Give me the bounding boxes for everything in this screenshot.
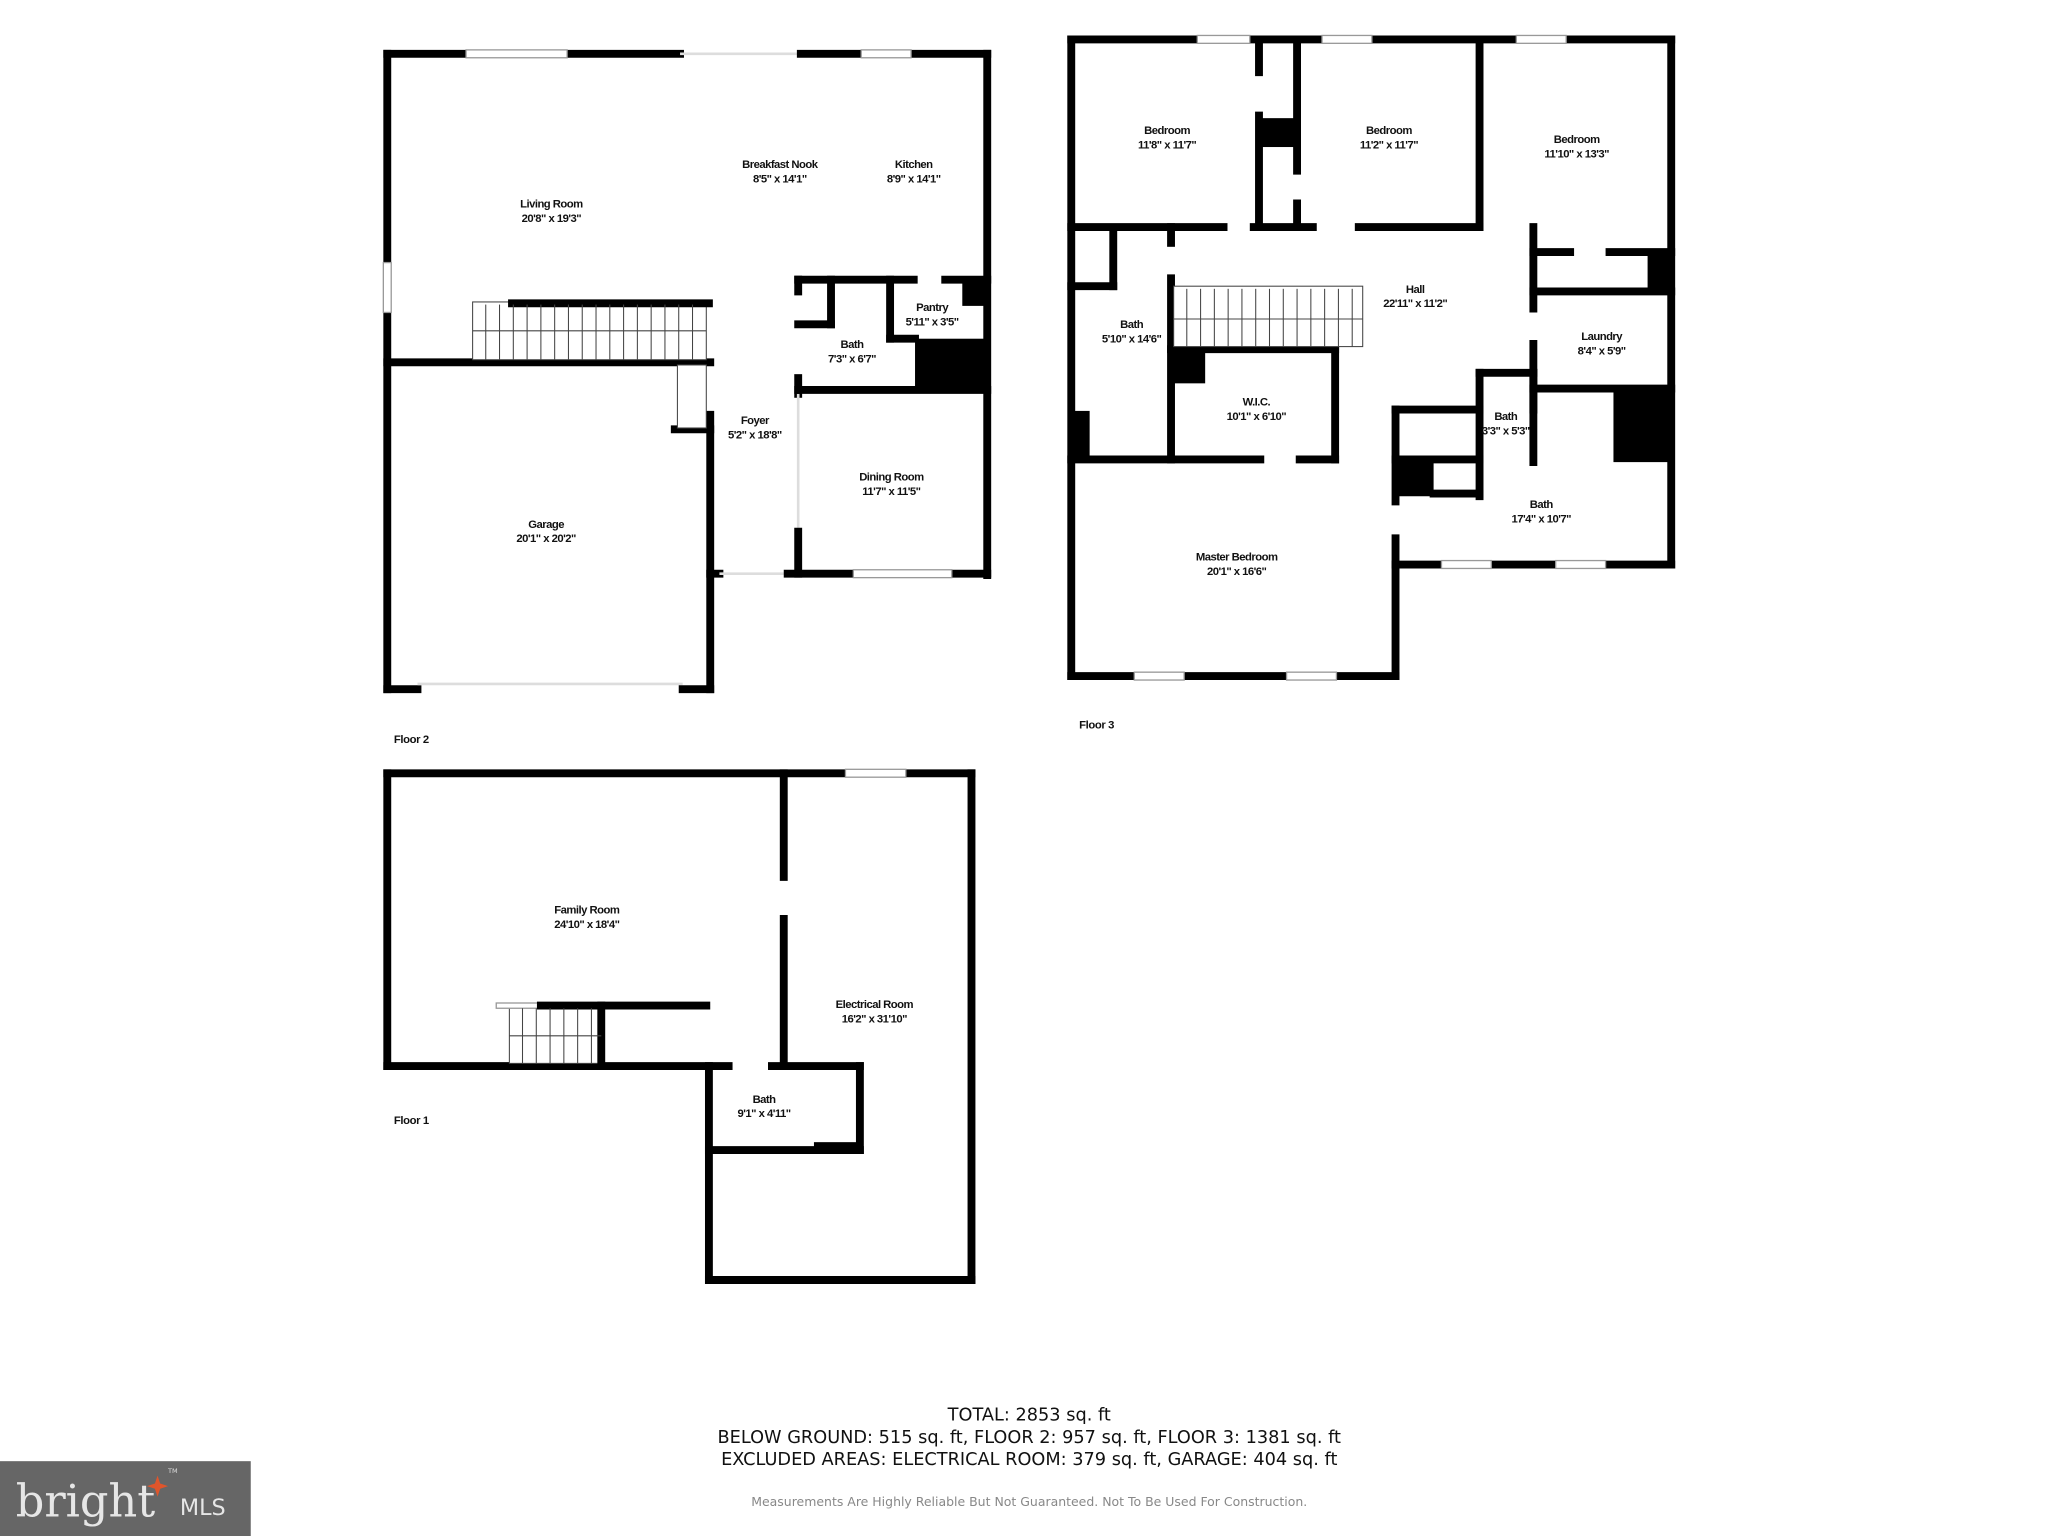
area-breakdown: BELOW GROUND: 515 sq. ft, FLOOR 2: 957 s… [718,1428,1341,1448]
room-name: Bath [841,339,865,351]
floor-1-plan [383,768,976,1284]
star-icon [147,1475,169,1497]
floor-3-plan [1067,34,1676,681]
room-name: Foyer [741,415,770,427]
room-dims: 8'9" x 14'1" [887,173,941,185]
room-dims: 20'1" x 16'6" [1207,566,1267,578]
staircase [1173,285,1364,348]
staircase [472,299,713,429]
room-dims: 3'3" x 5'3" [1482,426,1530,438]
room-dims: 22'11" x 11'2" [1383,298,1447,310]
logo-suffix: MLS [180,1495,226,1521]
room-dims: 8'5" x 14'1" [753,173,807,185]
room-name: Bath [1494,411,1518,423]
floor-label: Floor 3 [1079,720,1114,732]
room-dims: 7'3" x 6'7" [828,353,876,365]
room-name: Bath [753,1094,777,1106]
room-name: Kitchen [895,159,933,171]
room-dims: 16'2" x 31'10" [842,1014,907,1026]
area-summary: TOTAL: 2853 sq. ft BELOW GROUND: 515 sq.… [718,1405,1341,1508]
room-dims: 8'4" x 5'9" [1578,345,1626,357]
room-dims: 11'8" x 11'7" [1138,139,1196,151]
excluded-areas: EXCLUDED AREAS: ELECTRICAL ROOM: 379 sq.… [721,1450,1337,1470]
room-name: Bedroom [1144,125,1190,137]
room-name: Garage [528,519,564,531]
floor-label: Floor 2 [394,734,429,746]
room-dims: 5'2" x 18'8" [728,429,782,441]
room-dims: 11'10" x 13'3" [1544,149,1609,161]
room-name: Hall [1406,284,1425,296]
room-dims: 10'1" x 6'10" [1227,411,1287,423]
room-name: Living Room [520,198,583,210]
room-dims: 5'11" x 3'5" [906,317,959,329]
room-dims: 17'4" x 10'7" [1512,514,1572,526]
room-name: Bedroom [1554,134,1600,146]
room-labels-floor-1: Family Room 24'10" x 18'4" Electrical Ro… [394,905,914,1127]
room-dims: 20'1" x 20'2" [516,533,576,545]
floor-2-plan [382,49,992,694]
room-name: Pantry [916,302,949,314]
room-name: Master Bedroom [1196,552,1278,564]
room-dims: 20'8" x 19'3" [522,213,582,225]
room-name: Bath [1530,499,1554,511]
room-name: Electrical Room [836,999,914,1011]
logo-brand: bright [16,1475,155,1527]
room-name: Breakfast Nook [742,159,819,171]
room-dims: 9'1" x 4'11" [738,1108,791,1120]
room-dims: 11'2" x 11'7" [1360,139,1418,151]
room-dims: 5'10" x 14'6" [1102,334,1162,346]
room-name: W.I.C. [1243,397,1271,409]
room-name: Dining Room [859,471,924,483]
room-dims: 24'10" x 18'4" [554,919,619,931]
room-dims: 11'7" x 11'5" [862,486,920,498]
total-area: TOTAL: 2853 sq. ft [947,1405,1111,1425]
room-labels-floor-2: Living Room 20'8" x 19'3" Breakfast Nook… [394,159,959,746]
room-labels-floor-3: Bedroom 11'8" x 11'7" Bedroom 11'2" x 11… [1079,125,1626,732]
bright-mls-logo: bright TM MLS [0,1461,251,1536]
disclaimer: Measurements Are Highly Reliable But Not… [751,1494,1307,1509]
logo-trademark: TM [167,1467,178,1475]
staircase [495,1001,711,1070]
room-name: Laundry [1581,331,1623,343]
room-name: Bedroom [1366,125,1412,137]
floor-label: Floor 1 [394,1115,429,1127]
room-name: Family Room [554,905,620,917]
room-name: Bath [1120,319,1144,331]
